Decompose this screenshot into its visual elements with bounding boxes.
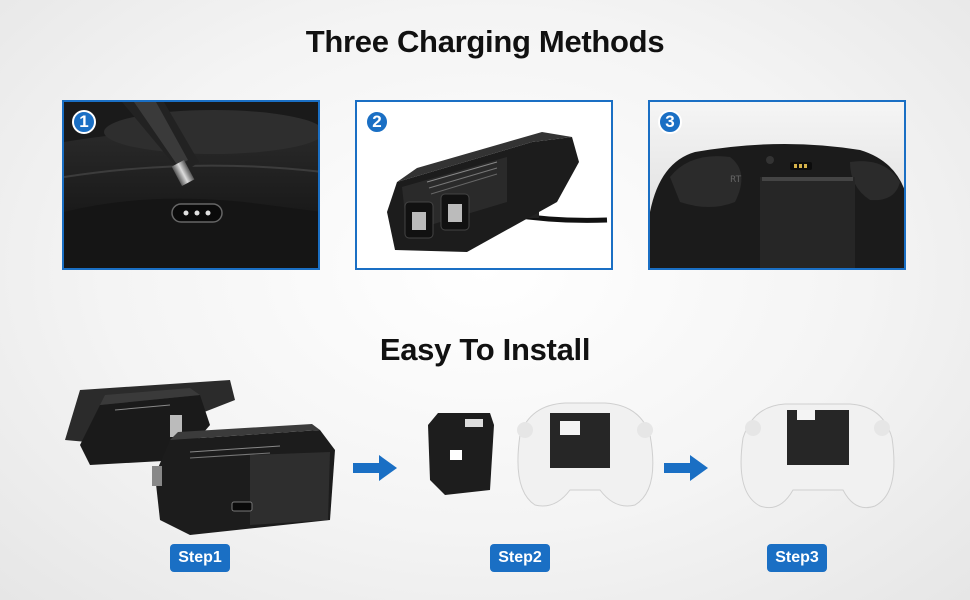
arrow-right-icon (353, 455, 397, 481)
battery-cable-image (357, 102, 611, 268)
battery-packs-image (65, 380, 335, 535)
svg-text:RT: RT (730, 175, 742, 185)
method-panel-1: 1 (62, 100, 320, 270)
method-panel-3: RT 3 (648, 100, 906, 270)
method-number-3: 3 (658, 110, 682, 134)
method-number-1: 1 (72, 110, 96, 134)
method-number-2: 2 (365, 110, 389, 134)
heading-three-charging-methods: Three Charging Methods (305, 24, 665, 59)
arrow-right-icon (664, 455, 708, 481)
heading-easy-to-install: Easy To Install (379, 332, 591, 367)
method-panel-2: 2 (355, 100, 613, 270)
step-1-label: Step1 (170, 544, 230, 572)
battery-cover-controller-image (428, 402, 654, 507)
step-2-label: Step2 (490, 544, 550, 572)
controller-dock-image: RT (650, 102, 904, 268)
usb-c-port-image (64, 102, 318, 268)
step-3-label: Step3 (767, 544, 827, 572)
controller-installed-image (740, 403, 895, 509)
